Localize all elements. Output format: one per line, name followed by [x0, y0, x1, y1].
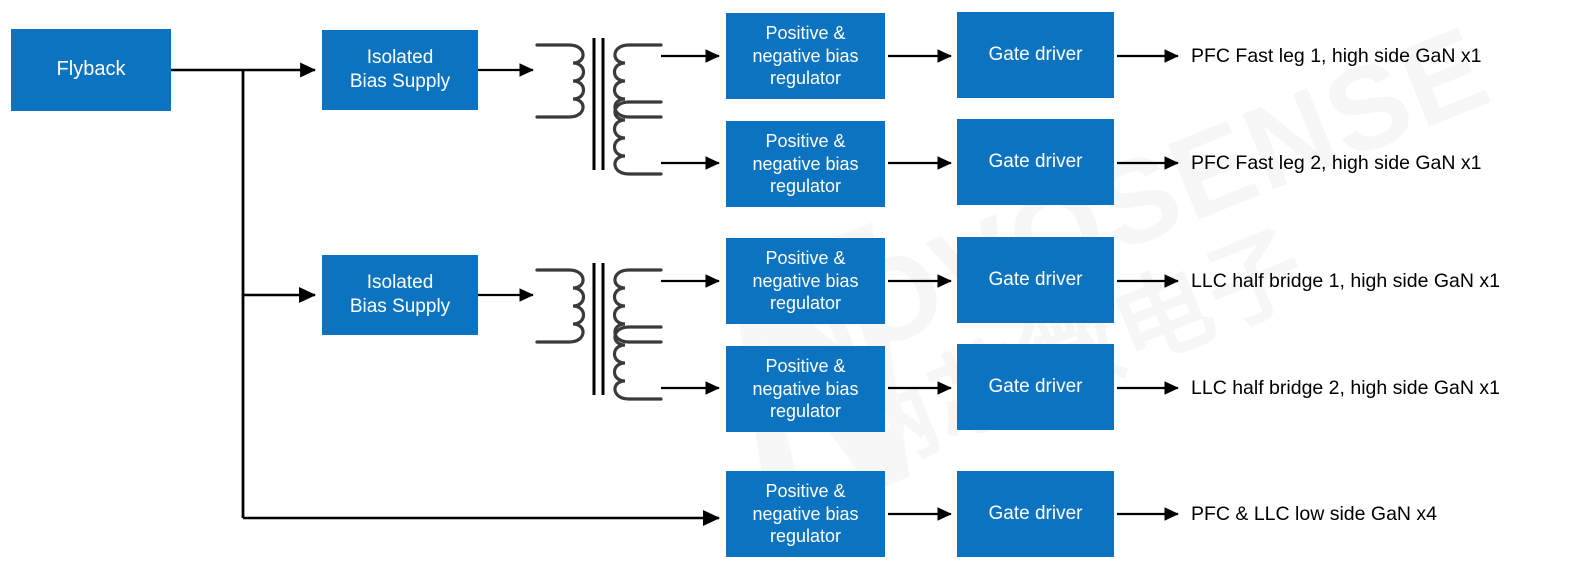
gate-driver-5-label: Gate driver	[988, 503, 1083, 525]
regulator-1-label: Positive & negative bias regulator	[726, 22, 885, 90]
regulator-2-line2: negative bias	[752, 153, 859, 174]
isolated-bias-supply-2-line2: Bias Supply	[349, 296, 451, 317]
regulator-3-line2: negative bias	[752, 270, 859, 291]
regulator-1-line2: negative bias	[752, 45, 859, 66]
regulator-3-line1: Positive &	[765, 247, 846, 268]
isolated-bias-supply-box-1[interactable]: Isolated Bias Supply	[322, 30, 478, 110]
transformer-2-symbol	[535, 263, 663, 401]
transformer-1-primary-winding	[535, 43, 586, 119]
gate-driver-1-label: Gate driver	[988, 44, 1083, 66]
output-label-4: LLC half bridge 2, high side GaN x1	[1191, 377, 1500, 399]
gate-driver-3-label: Gate driver	[988, 269, 1083, 291]
regulator-4-line2: negative bias	[752, 378, 859, 399]
gate-driver-box-2[interactable]: Gate driver	[957, 119, 1114, 205]
transformer-2-secondary-1-winding	[612, 268, 663, 344]
regulator-5-line3: regulator	[769, 526, 842, 547]
regulator-4-label: Positive & negative bias regulator	[726, 355, 885, 423]
isolated-bias-supply-1-line2: Bias Supply	[349, 71, 451, 92]
regulator-box-2[interactable]: Positive & negative bias regulator	[726, 121, 885, 207]
isolated-bias-supply-1-label: Isolated Bias Supply	[322, 46, 478, 94]
transformer-1-secondary-2-winding	[612, 100, 663, 176]
gate-driver-box-4[interactable]: Gate driver	[957, 344, 1114, 430]
regulator-box-3[interactable]: Positive & negative bias regulator	[726, 238, 885, 324]
regulator-4-line1: Positive &	[765, 355, 846, 376]
isolated-bias-supply-box-2[interactable]: Isolated Bias Supply	[322, 255, 478, 335]
regulator-2-line1: Positive &	[765, 130, 846, 151]
regulator-4-line3: regulator	[769, 401, 842, 422]
regulator-2-label: Positive & negative bias regulator	[726, 130, 885, 198]
regulator-5-line2: negative bias	[752, 503, 859, 524]
flyback-box-label: Flyback	[56, 58, 126, 81]
regulator-5-label: Positive & negative bias regulator	[726, 480, 885, 548]
transformer-2-secondary-2-winding	[612, 325, 663, 401]
isolated-bias-supply-2-label: Isolated Bias Supply	[322, 271, 478, 319]
regulator-3-label: Positive & negative bias regulator	[726, 247, 885, 315]
regulator-3-line3: regulator	[769, 293, 842, 314]
gate-driver-4-label: Gate driver	[988, 376, 1083, 398]
regulator-box-5[interactable]: Positive & negative bias regulator	[726, 471, 885, 557]
regulator-1-line1: Positive &	[765, 22, 846, 43]
regulator-2-line3: regulator	[769, 176, 842, 197]
gate-driver-2-label: Gate driver	[988, 151, 1083, 173]
regulator-box-1[interactable]: Positive & negative bias regulator	[726, 13, 885, 99]
transformer-1-secondary-1-winding	[612, 43, 663, 119]
output-label-1: PFC Fast leg 1, high side GaN x1	[1191, 45, 1482, 67]
regulator-5-line1: Positive &	[765, 480, 846, 501]
output-label-5: PFC & LLC low side GaN x4	[1191, 503, 1438, 525]
output-label-3: LLC half bridge 1, high side GaN x1	[1191, 270, 1500, 292]
transformer-2-primary-winding	[535, 268, 586, 344]
isolated-bias-supply-2-line1: Isolated	[366, 272, 434, 294]
isolated-bias-supply-1-line1: Isolated	[366, 47, 434, 69]
gate-driver-box-1[interactable]: Gate driver	[957, 12, 1114, 98]
regulator-1-line3: regulator	[769, 68, 842, 89]
transformer-1-symbol	[535, 38, 663, 176]
regulator-box-4[interactable]: Positive & negative bias regulator	[726, 346, 885, 432]
output-label-2: PFC Fast leg 2, high side GaN x1	[1191, 152, 1482, 174]
gate-driver-box-5[interactable]: Gate driver	[957, 471, 1114, 557]
gate-driver-box-3[interactable]: Gate driver	[957, 237, 1114, 323]
flyback-box[interactable]: Flyback	[11, 29, 171, 111]
